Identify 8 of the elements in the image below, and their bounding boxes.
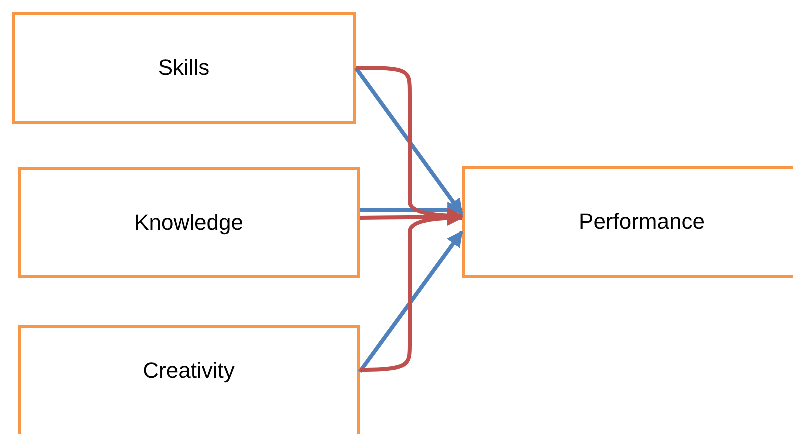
text-box (462, 166, 793, 278)
text-box (12, 12, 356, 124)
node-label: Performance (579, 209, 705, 235)
node-label: Creativity (143, 358, 235, 384)
node-label: Skills (158, 55, 210, 81)
node-label: Knowledge (134, 210, 244, 236)
text-box (18, 325, 360, 434)
text-box (18, 167, 360, 278)
